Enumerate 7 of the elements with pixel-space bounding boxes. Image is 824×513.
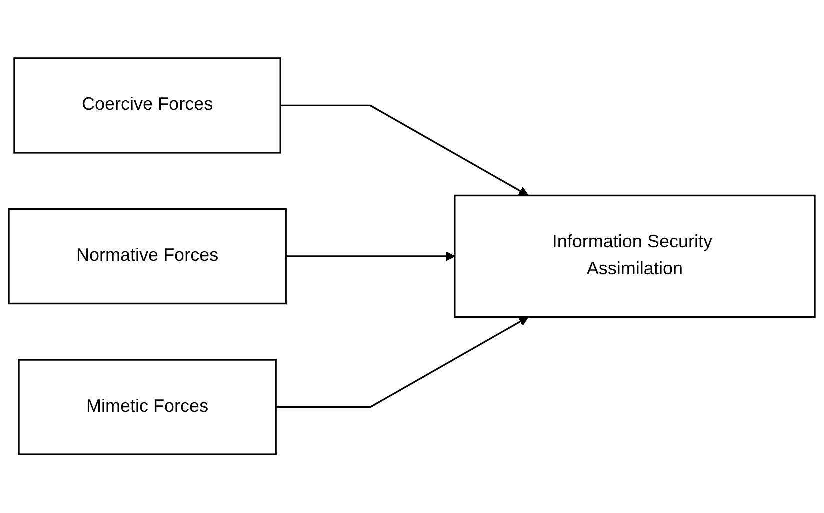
arrow: [276, 316, 529, 408]
node-box: Information Security Assimilation: [454, 194, 816, 318]
node-box: Coercive Forces: [14, 58, 282, 154]
arrow: [280, 104, 529, 196]
node-box: Normative Forces: [8, 208, 287, 305]
arrow: [286, 252, 456, 262]
node-box: Mimetic Forces: [18, 359, 277, 456]
